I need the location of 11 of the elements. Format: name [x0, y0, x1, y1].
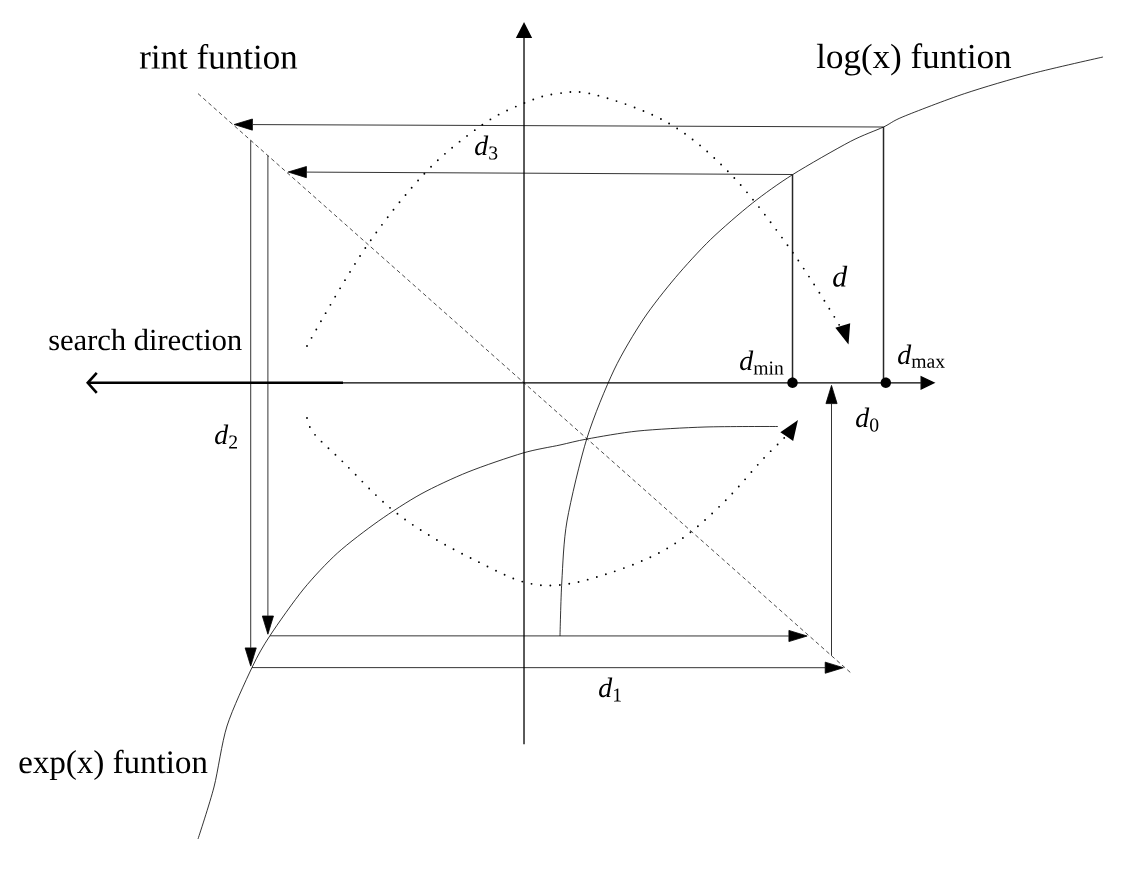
curve-label: rint funtion — [139, 43, 298, 69]
distance-label: d$_{max}$ — [898, 344, 945, 368]
distance-label: d$_{3}$ — [475, 135, 498, 160]
curve-label: exp(x) funtion — [19, 749, 208, 781]
distance-label: d$_{1}$ — [599, 677, 621, 702]
direction-label: search direction — [49, 328, 242, 351]
distance-label: d$_{0}$ — [856, 407, 879, 432]
distance-label: d$_{min}$ — [740, 350, 784, 375]
distance-label: d — [833, 265, 848, 287]
curve-label: log(x) funtion — [816, 43, 1012, 76]
distance-label: d$_{2}$ — [215, 424, 237, 449]
